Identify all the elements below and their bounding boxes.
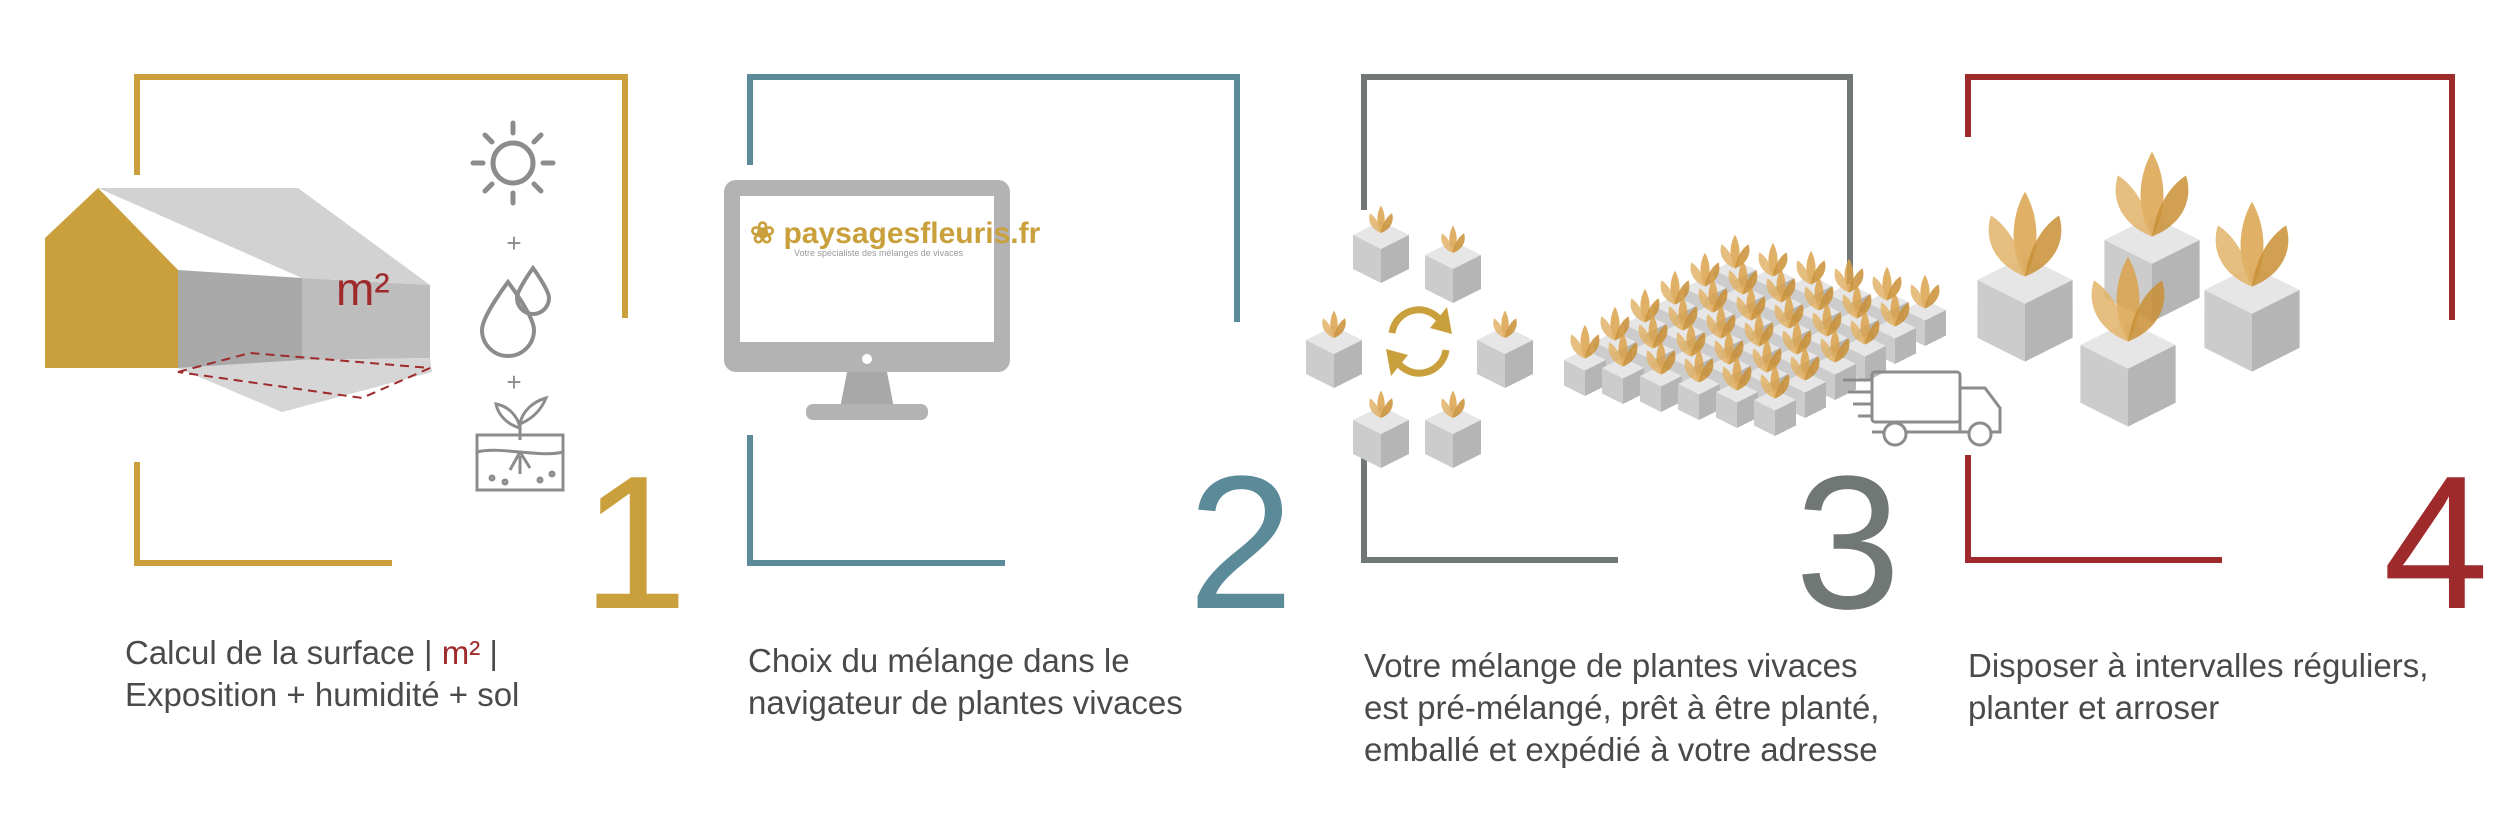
- caption-text: Votre mélange de plantes vivaces: [1364, 647, 1858, 684]
- caption-text: planter et arroser: [1968, 689, 2220, 726]
- logo-tagline: Votre spécialiste des mélanges de vivace…: [794, 248, 964, 258]
- caption-text: emballé et expédié à votre adresse: [1364, 731, 1878, 768]
- tray-plant: [1564, 324, 1606, 396]
- site-logo: ❀ paysagesfleuris.fr Votre spécialiste d…: [750, 216, 1040, 258]
- caption-text: Calcul de la surface |: [125, 634, 442, 671]
- caption-text: |: [480, 634, 498, 671]
- logo-flower-icon: ❀: [750, 217, 776, 250]
- logo-text: paysagesfleuris.fr: [783, 217, 1041, 250]
- house-icon: [45, 188, 432, 412]
- caption-text: Exposition + humidité + sol: [125, 676, 520, 713]
- caption-area-unit: m²: [441, 634, 481, 671]
- monitor-icon: [724, 180, 1010, 420]
- caption-text: est pré-mélangé, prêt à être planté,: [1364, 689, 1880, 726]
- small-pots: [1306, 206, 1533, 469]
- step-number-4: 4: [2383, 437, 2489, 649]
- step-3-caption: Votre mélange de plantes vivaces est pré…: [1364, 645, 1879, 771]
- step-4-caption: Disposer à intervalles réguliers, plante…: [1968, 645, 2428, 729]
- soil-plant-icon: [475, 395, 565, 492]
- step-1-frame: [134, 74, 628, 566]
- step-number-2: 2: [1188, 437, 1294, 649]
- water-drops-icon: [479, 264, 552, 358]
- step-4-frame: [1965, 74, 2455, 563]
- mix-cycle-icon: [1386, 306, 1452, 377]
- caption-text: Disposer à intervalles réguliers,: [1968, 647, 2429, 684]
- plus-sign: +: [506, 367, 521, 397]
- potted-plants-icon: [1977, 151, 2300, 427]
- step-number-3: 3: [1795, 437, 1901, 649]
- step-3-frame: [1361, 74, 1853, 563]
- caption-text: Choix du mélange dans le: [748, 642, 1130, 679]
- sun-icon: [470, 120, 556, 206]
- step-1-caption: Calcul de la surface | m² | Exposition +…: [125, 632, 519, 716]
- caption-text: navigateur de plantes vivaces: [748, 684, 1183, 721]
- plant-tray-icon: [1564, 234, 1946, 436]
- area-label: m²: [336, 263, 390, 315]
- plus-sign: +: [506, 228, 521, 258]
- step-2-caption: Choix du mélange dans le navigateur de p…: [748, 640, 1183, 724]
- delivery-truck-icon: [1843, 370, 2002, 447]
- step-number-1: 1: [582, 437, 688, 649]
- step-2-frame: [747, 74, 1240, 566]
